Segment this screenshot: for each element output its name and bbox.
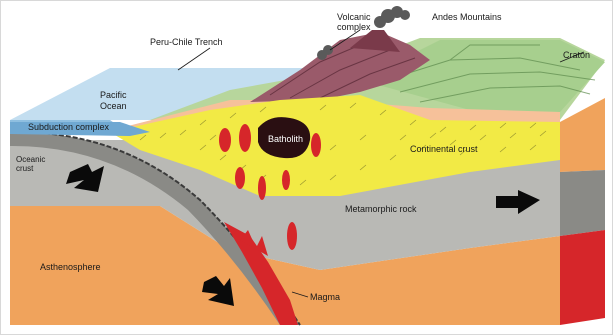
label-volcanic-complex-2: complex <box>337 22 371 32</box>
label-asthenosphere: Asthenosphere <box>40 262 101 272</box>
label-magma: Magma <box>310 292 340 302</box>
label-andes-mountains: Andes Mountains <box>432 12 502 22</box>
label-craton: Craton <box>563 50 590 60</box>
label-oceanic-crust-1: Oceanic <box>16 155 45 164</box>
label-pacific-ocean-2: Ocean <box>100 101 127 111</box>
label-batholith: Batholith <box>268 134 303 144</box>
right-face-bottom <box>560 230 605 325</box>
label-subduction-complex: Subduction complex <box>28 122 110 132</box>
label-oceanic-crust-2: crust <box>16 164 34 173</box>
label-pacific-ocean-1: Pacific <box>100 90 127 100</box>
right-face-mid <box>560 170 605 236</box>
label-continental-crust: Continental crust <box>410 144 478 154</box>
label-volcanic-complex-1: Volcanic <box>337 12 371 22</box>
label-peru-chile-trench: Peru-Chile Trench <box>150 37 223 47</box>
label-metamorphic-rock: Metamorphic rock <box>345 204 417 214</box>
